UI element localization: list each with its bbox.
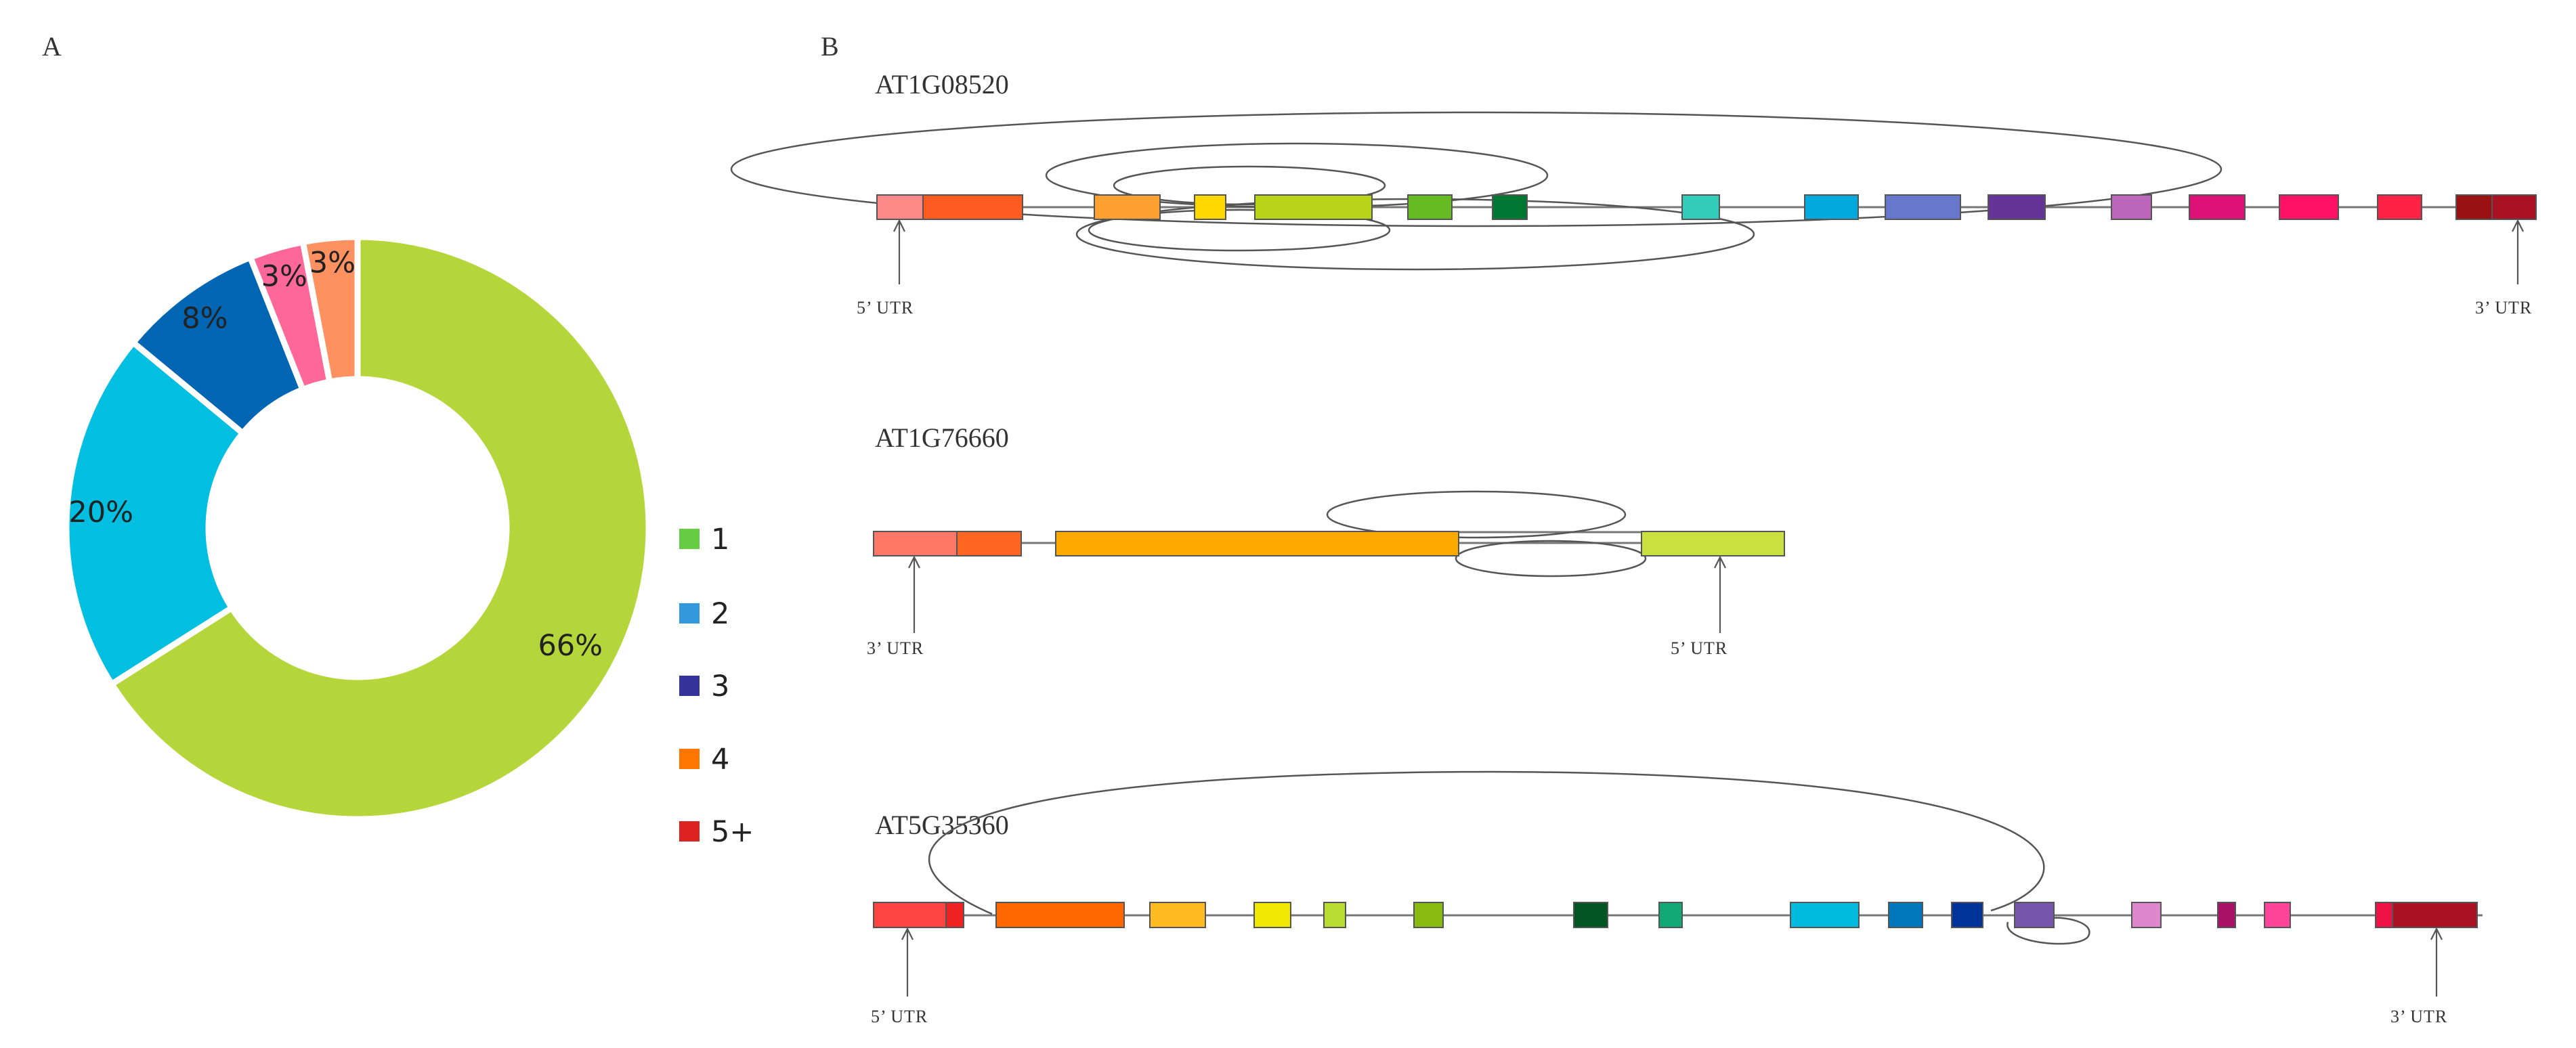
splice-junction-arcs	[730, 111, 2223, 271]
exon-box	[922, 194, 1023, 220]
legend-label-3: 3	[711, 670, 729, 703]
utr-arrow-left	[901, 927, 914, 997]
exon-box	[2375, 902, 2393, 928]
exon-box	[1055, 531, 1459, 556]
utr-arrow-right	[1714, 555, 1726, 633]
exon-box	[1492, 194, 1528, 220]
exon-box	[873, 902, 947, 928]
exon-box	[1323, 902, 1346, 928]
exon-box	[2392, 902, 2478, 928]
legend-swatch-4	[679, 749, 700, 769]
exon-box	[1573, 902, 1608, 928]
gene-name: AT1G08520	[875, 69, 1009, 100]
legend-swatch-2	[679, 603, 700, 624]
exon-box	[2131, 902, 2162, 928]
gene-name: AT1G76660	[875, 422, 1009, 453]
splice-arc	[1088, 209, 1391, 252]
utr-arrow-left	[908, 555, 920, 633]
donut-percent-label: 20%	[68, 496, 133, 529]
exon-box	[2217, 902, 2236, 928]
exon-box	[1194, 194, 1226, 220]
exon-track	[873, 531, 1785, 556]
exon-box	[1804, 194, 1859, 220]
exon-box	[2279, 194, 2339, 220]
exon-box	[2014, 902, 2055, 928]
utr-arrow-right	[2430, 927, 2443, 997]
splice-junction-arcs	[1326, 490, 1647, 577]
donut-chart: 66% 20% 8% 3%3%	[63, 234, 652, 823]
exon-box	[1641, 531, 1785, 556]
splice-arc	[730, 111, 2223, 227]
exon-box	[1658, 902, 1683, 928]
legend-label-5: 5+	[711, 815, 754, 849]
exon-box	[876, 194, 924, 220]
exon-box	[1790, 902, 1860, 928]
exon-box	[1407, 194, 1453, 220]
exon-box	[1253, 902, 1291, 928]
utr-label-right: 3’ UTR	[2475, 298, 2532, 318]
splice-arc	[928, 770, 2045, 915]
utr-label-left: 3’ UTR	[867, 638, 924, 658]
donut-slice-1	[107, 234, 652, 823]
exon-box	[1888, 902, 1923, 928]
donut-percent-label: 66%	[538, 629, 603, 663]
exon-box	[1413, 902, 1444, 928]
exon-box	[2189, 194, 2246, 220]
splice-arc	[2006, 917, 2090, 945]
exon-box	[995, 902, 1125, 928]
legend-label-4: 4	[711, 743, 729, 777]
donut-slice-2	[63, 338, 247, 689]
utr-arrow-left	[893, 219, 905, 284]
exon-box	[1951, 902, 1983, 928]
exon-track	[873, 902, 2478, 928]
legend-label-2: 2	[711, 597, 729, 631]
utr-label-left: 5’ UTR	[871, 1007, 928, 1026]
legend-swatch-5	[679, 821, 700, 842]
gene-model-at5g35360: AT5G35360 5’ U	[871, 770, 2483, 1026]
panel-b-label: B	[821, 31, 839, 62]
exon-box	[873, 531, 958, 556]
utr-arrow-right	[2512, 219, 2524, 284]
exon-box	[2455, 194, 2493, 220]
legend-label-1: 1	[711, 523, 729, 556]
exon-box	[1885, 194, 1961, 220]
exon-box	[956, 531, 1022, 556]
exon-box	[945, 902, 964, 928]
legend-swatch-3	[679, 676, 700, 696]
exon-box	[1149, 902, 1206, 928]
splice-arc	[1455, 540, 1647, 577]
donut-percent-label: 3%	[309, 246, 356, 280]
panel-a-label: A	[42, 31, 62, 62]
exon-box	[2111, 194, 2152, 220]
legend-swatch-1	[679, 529, 700, 549]
utr-label-left: 5’ UTR	[857, 298, 914, 318]
splice-arc	[1326, 490, 1627, 539]
exon-box	[1988, 194, 2046, 220]
splice-arc	[1113, 165, 1386, 206]
splice-junction-arcs	[928, 770, 2090, 945]
exon-box	[2377, 194, 2422, 220]
utr-label-right: 3’ UTR	[2390, 1007, 2447, 1026]
gene-model-at1g76660: AT1G76660 3’ UTR 5’ UTR	[867, 422, 1785, 658]
donut-slice-5	[299, 234, 361, 386]
exon-track	[876, 194, 2537, 220]
donut-legend: 1 2 3 4 5+	[679, 523, 754, 849]
gene-model-at1g08520: AT1G08520	[730, 69, 2537, 318]
utr-label-right: 5’ UTR	[1671, 638, 1727, 658]
donut-percent-label: 8%	[181, 301, 228, 335]
exon-box	[2491, 194, 2537, 220]
exon-box	[1681, 194, 1720, 220]
exon-box	[2264, 902, 2291, 928]
exon-box	[1254, 194, 1373, 220]
donut-percent-label: 3%	[261, 259, 307, 293]
exon-box	[1094, 194, 1161, 220]
